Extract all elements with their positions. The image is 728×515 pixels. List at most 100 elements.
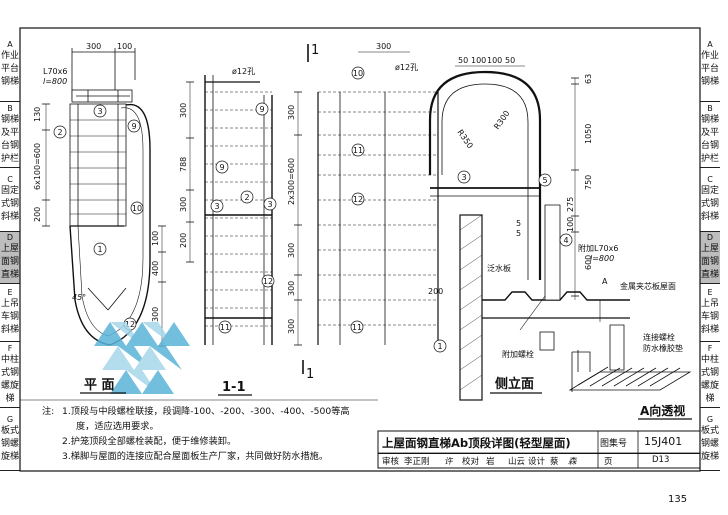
sidebar-category-text: 钢梯	[0, 114, 19, 125]
sidebar-category-text: 式钢	[700, 367, 719, 378]
side-dim-top-100b: 100	[487, 56, 502, 65]
sidebar-category-text: 上吊	[700, 299, 719, 309]
sidebar-category-text: 钢螺	[0, 438, 19, 449]
section-mark-top: 1	[311, 43, 319, 58]
sidebar-category-text: 台钢	[0, 140, 19, 151]
sidebar-category-text: 车钢	[700, 312, 719, 322]
sidebar-category-text: 台钢	[700, 140, 719, 151]
drawing-title: 上屋面钢直梯Ab顶段详图(轻型屋面)	[382, 436, 571, 450]
notes-label: 注:	[42, 406, 55, 417]
sidebar-category-text: 式钢	[0, 367, 19, 378]
sidebar-category-text: 护栏	[700, 153, 719, 164]
sidebar-category-text: 斜梯	[700, 325, 719, 335]
plan-angle-length: l=800	[43, 77, 67, 86]
sidebar-category-text: 平台	[0, 64, 19, 74]
sidebar-category-text: 直梯	[0, 270, 19, 280]
plan-dims: 300 100 L70x6 l=800 130 6x100=600 200 10…	[33, 42, 160, 322]
section-callout-3b: 3	[267, 200, 272, 209]
sidebar-category-text: 护栏	[0, 153, 19, 164]
side-dim-top-100a: 100	[471, 56, 486, 65]
sidebar-category-text: 直梯	[700, 270, 719, 280]
plan-callouts: 3 2 9 10 1 12	[53, 104, 144, 331]
sidebar-category-text: 梯	[705, 393, 715, 404]
sidebar-category-text: 车钢	[0, 312, 19, 322]
plan-callout-9: 9	[131, 122, 136, 131]
sidebar-category-text: 固定	[0, 186, 19, 196]
sidebar-category-text: 上屋	[700, 244, 719, 254]
plan-callout-1: 1	[97, 245, 102, 254]
section-callout-2: 2	[244, 193, 249, 202]
side-dim-left-600: 2x300=600	[287, 158, 296, 205]
note-3: 3.梯脚与屋面的连接应配合屋面板生产厂家，共同做好防水措施。	[62, 451, 329, 462]
side-radius-r300: R300	[492, 109, 511, 131]
sidebar-category-text: 作业	[0, 51, 19, 61]
sidebar-category-text: 钢梯	[0, 77, 19, 87]
sidebar-category-text: 旋梯	[0, 451, 19, 462]
sidebar-category-letter: G	[706, 414, 714, 424]
title-block-frame	[377, 430, 701, 469]
side-dim-right-275: 275	[566, 197, 575, 212]
designer-name: 蔡	[550, 457, 559, 467]
designer-signature: 森	[568, 457, 577, 467]
plan-view-label: 平 面	[84, 378, 115, 393]
side-callout-4: 4	[563, 236, 568, 245]
title-block: 上屋面钢直梯Ab顶段详图(轻型屋面) 图集号 15J401 审核 李正刚 许 校…	[378, 431, 700, 468]
plan-callout-3: 3	[97, 107, 102, 116]
sidebar-category-text: 斜梯	[700, 212, 719, 222]
section-mark-bottom: 1	[306, 367, 314, 382]
watermark-logo	[94, 322, 190, 394]
sidebar-category-text: 上屋	[0, 244, 19, 254]
side-dim-right-100: 100	[566, 217, 575, 232]
plan-angle-45: 45°	[72, 293, 86, 302]
section-callout-9b: 9	[219, 163, 224, 172]
perspective-view	[568, 324, 692, 392]
design-label: 设计	[528, 457, 546, 467]
side-dim-left-300c: 300	[287, 281, 296, 296]
sidebar-category-text: 旋梯	[700, 451, 719, 462]
side-dim-left-300b: 300	[287, 243, 296, 258]
sidebar-category-letter: C	[7, 175, 13, 184]
sidebar-category-text: 板式	[0, 425, 19, 436]
section-callouts: 9 9 3 3 2 12 11	[210, 102, 277, 334]
side-panel-label: 金属夹芯板屋面	[620, 281, 676, 291]
section-callout-12: 12	[263, 277, 273, 286]
plan-dim-right-300: 300	[151, 307, 160, 322]
side-dim-top-300: 300	[376, 42, 391, 51]
sidebar-category-text: 及平	[0, 127, 19, 138]
plan-dim-right-400: 400	[151, 261, 160, 276]
section-text: 1 1 ø12孔 300 788 300 200	[179, 43, 319, 382]
checker-name: 岩	[486, 457, 495, 467]
section-view-label: 1-1	[222, 380, 246, 395]
sidebar-category-letter: B	[707, 103, 713, 113]
side-callout-10: 10	[353, 69, 363, 78]
section-hole: ø12孔	[232, 67, 255, 76]
plan-angle-label: L70x6	[43, 67, 67, 76]
side-callout-12: 12	[353, 195, 363, 204]
page-number: 135	[668, 494, 688, 505]
sidebar-category-letter: F	[7, 343, 13, 353]
side-callouts: 10 11 12 11 4 3 5 1	[350, 66, 573, 353]
side-view	[294, 51, 630, 401]
atlas-label: 图集号	[600, 439, 628, 449]
sidebar-category-text: 钢梯	[700, 77, 719, 87]
note-2: 2.护笼顶段全部螺栓装配，便于维修装卸。	[62, 436, 237, 447]
sidebar-category-letter: E	[7, 288, 13, 297]
sidebar-category-text: 及平	[700, 127, 719, 138]
